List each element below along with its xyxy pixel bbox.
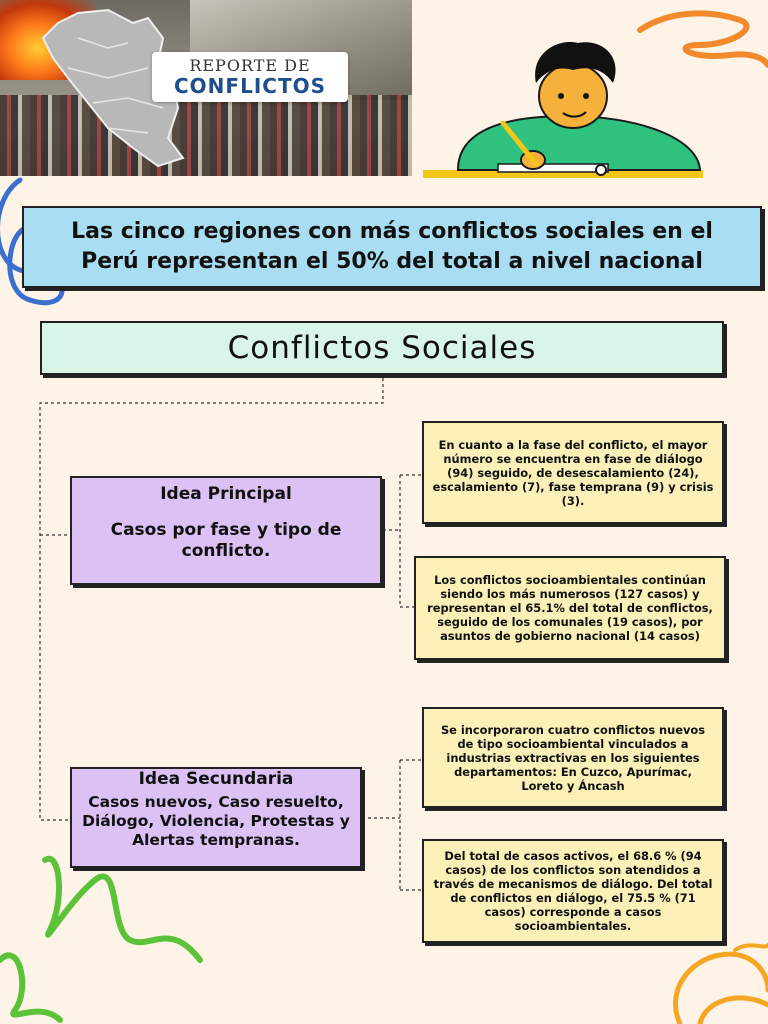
idea-secundaria-box: Idea Secundaria Casos nuevos, Caso resue…: [70, 767, 362, 868]
main-topic: Conflictos Sociales: [227, 330, 537, 366]
idea-principal-box: Idea Principal Casos por fase y tipo de …: [70, 476, 382, 585]
idea-secundaria-title: Idea Secundaria: [138, 769, 294, 789]
idea-principal-title: Idea Principal: [160, 484, 292, 504]
title-box: Las cinco regiones con más conflictos so…: [22, 206, 762, 288]
note-fase-conflicto: En cuanto a la fase del conflicto, el ma…: [422, 421, 724, 524]
idea-secundaria-body: Casos nuevos, Caso resuelto, Diálogo, Vi…: [82, 793, 350, 849]
header-photo: REPORTE DE CONFLICTOS: [0, 0, 412, 176]
note-text: Los conflictos socioambientales continúa…: [427, 573, 713, 643]
badge-top-text: REPORTE DE: [189, 56, 311, 75]
note-dialogo: Del total de casos activos, el 68.6 % (9…: [422, 839, 724, 943]
note-tipo-conflicto: Los conflictos socioambientales continúa…: [414, 556, 726, 660]
peru-map-icon: [41, 8, 185, 168]
report-badge: REPORTE DE CONFLICTOS: [152, 52, 348, 102]
protest-crowd-image: [0, 95, 412, 176]
note-casos-nuevos: Se incorporaron cuatro conflictos nuevos…: [422, 707, 724, 808]
main-topic-box: Conflictos Sociales: [40, 321, 724, 375]
student-illustration: [423, 42, 703, 178]
badge-bottom-text: CONFLICTOS: [174, 74, 326, 98]
idea-principal-body: Casos por fase y tipo de conflicto.: [110, 520, 342, 561]
page-title: Las cinco regiones con más conflictos so…: [71, 219, 713, 274]
note-text: Se incorporaron cuatro conflictos nuevos…: [440, 722, 706, 793]
note-text: Del total de casos activos, el 68.6 % (9…: [433, 849, 713, 933]
note-text: En cuanto a la fase del conflicto, el ma…: [432, 437, 714, 508]
